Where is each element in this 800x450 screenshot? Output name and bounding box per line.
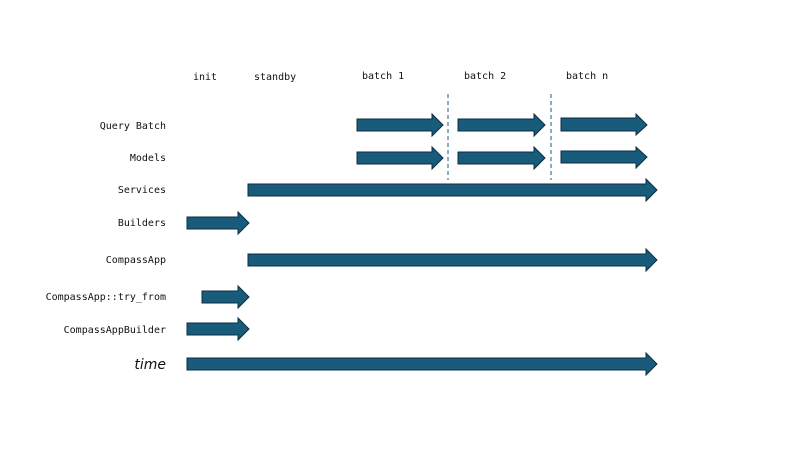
row-label-try-from: CompassApp::try_from — [46, 292, 166, 303]
arrow-models-2 — [457, 145, 546, 171]
row-label-query-batch: Query Batch — [100, 121, 166, 132]
row-label-services: Services — [118, 185, 166, 196]
arrow-query-batch-1 — [356, 112, 444, 138]
row-label-models: Models — [130, 153, 166, 164]
arrow-compassapp — [247, 247, 658, 273]
arrow-compassappbuilder — [186, 316, 250, 342]
row-label-compassapp: CompassApp — [106, 255, 166, 266]
phase-label-standby: standby — [254, 72, 296, 83]
phase-label-batch-n: batch n — [566, 71, 608, 82]
row-label-time: time — [134, 357, 166, 373]
phase-label-batch-1: batch 1 — [362, 71, 404, 82]
arrow-models-1 — [356, 145, 444, 171]
phase-label-init: init — [193, 72, 217, 83]
arrow-models-n — [560, 145, 648, 170]
phase-label-batch-2: batch 2 — [464, 71, 506, 82]
row-label-builders: Builders — [118, 218, 166, 229]
arrow-services — [247, 177, 658, 203]
arrow-query-batch-n — [560, 112, 648, 137]
arrow-builders — [186, 210, 250, 236]
arrow-time — [186, 351, 658, 377]
arrow-try-from — [201, 284, 250, 310]
row-label-compassappbuilder: CompassAppBuilder — [64, 325, 166, 336]
arrow-query-batch-2 — [457, 112, 546, 138]
